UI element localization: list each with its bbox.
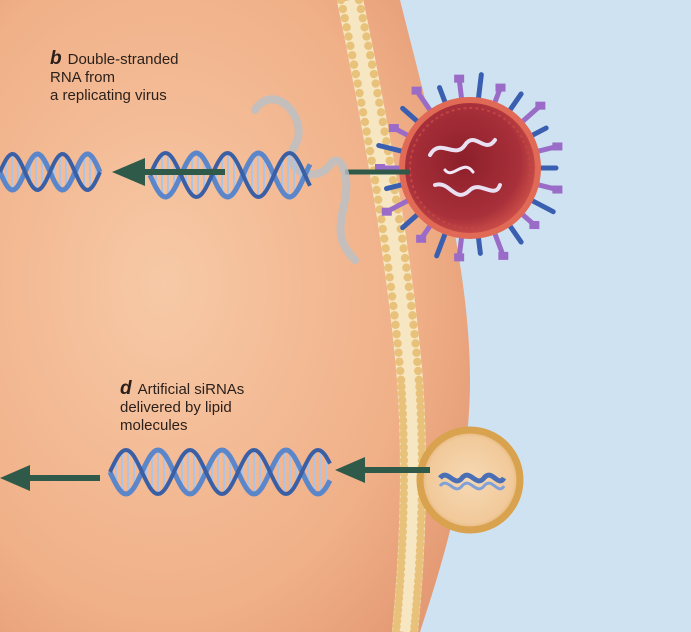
annotation-letter: b: [50, 48, 62, 69]
annotation-text: Artificial siRNAs delivered by lipid mol…: [120, 381, 244, 434]
annotation-letter: d: [120, 378, 132, 399]
annotation-text: Double-stranded RNA from a replicating v…: [50, 51, 179, 104]
liposome-icon: [420, 430, 520, 530]
